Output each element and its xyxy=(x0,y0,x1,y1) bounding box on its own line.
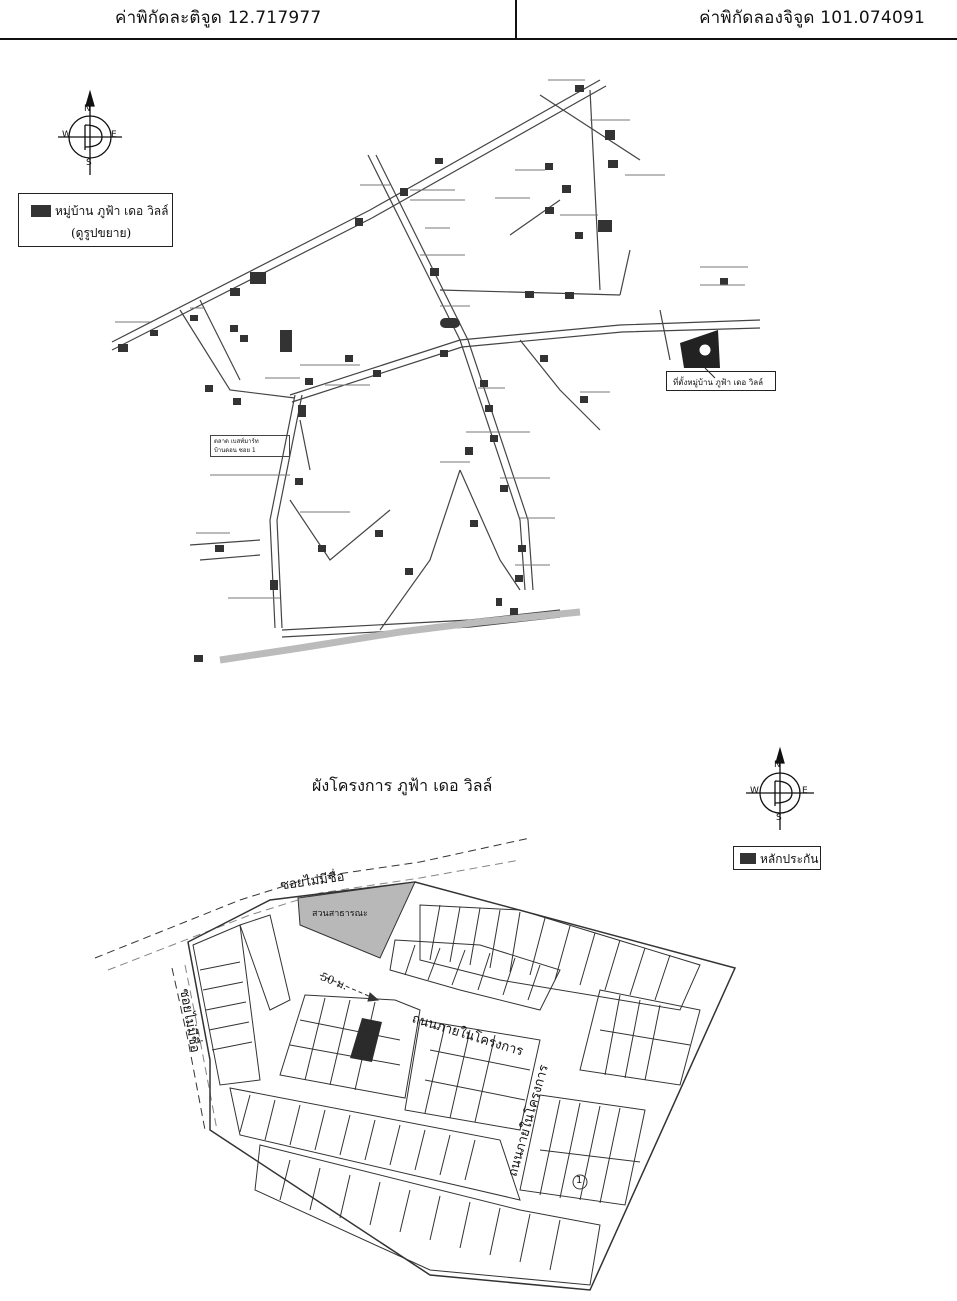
road-west xyxy=(269,394,296,629)
collateral-legend-label: หลักประกัน xyxy=(760,852,819,866)
compass2-e: E xyxy=(802,786,808,796)
collateral-swatch xyxy=(740,853,756,864)
site-number: 1 xyxy=(701,344,707,353)
collateral-legend: หลักประกัน xyxy=(733,846,821,870)
project-title: ผังโครงการ ภูฟ้า เดอ วิลล์ xyxy=(312,776,493,795)
highway-east xyxy=(289,319,761,396)
compass2-w: W xyxy=(750,786,759,796)
main-road-north xyxy=(111,79,601,343)
compass-s: S xyxy=(86,158,92,168)
header-divider xyxy=(515,0,517,40)
info-line-1: ตลาด เบสท์มาร์ท xyxy=(214,438,259,445)
longitude-text: ค่าพิกัดลองจิจูด 101.074091 xyxy=(699,8,925,28)
legend-line2: (ดูรูปขยาย) xyxy=(71,226,132,240)
latitude-text: ค่าพิกัดละติจูด 12.717977 xyxy=(115,8,322,28)
minor-labels xyxy=(115,79,748,599)
collateral-plot xyxy=(350,1018,382,1062)
compass-e: E xyxy=(111,130,117,140)
compass2-s: S xyxy=(776,813,782,823)
compass2-n: N xyxy=(774,760,781,770)
plot-marker: 1 xyxy=(576,1175,583,1186)
legend-swatch xyxy=(31,205,51,217)
river xyxy=(219,608,581,664)
info-box: ตลาด เบสท์มาร์ท บ้านดอน ซอย 1 xyxy=(210,435,290,457)
info-line-2: บ้านดอน ซอย 1 xyxy=(214,447,256,454)
site-label-box: ที่ตั้งหมู่บ้าน ภูฟ้า เดอ วิลล์ xyxy=(666,371,776,391)
site-label: ที่ตั้งหมู่บ้าน ภูฟ้า เดอ วิลล์ xyxy=(673,378,764,387)
road-center xyxy=(367,154,526,591)
coordinates-header: ค่าพิกัดละติจูด 12.717977 ค่าพิกัดลองจิจ… xyxy=(0,0,957,40)
park-label: สวนสาธารณะ xyxy=(312,909,368,919)
compass-n: N xyxy=(84,104,91,114)
compass-w: W xyxy=(62,130,71,140)
layout-plan xyxy=(94,837,737,1291)
compass-top xyxy=(58,89,122,175)
plot-marker-circle xyxy=(572,1174,588,1190)
legend-line1: หมู่บ้าน ภูฟ้า เดอ วิลล์ xyxy=(55,204,169,218)
landmark-icons xyxy=(118,85,728,662)
compass-bottom xyxy=(746,746,814,830)
location-legend: หมู่บ้าน ภูฟ้า เดอ วิลล์ (ดูรูปขยาย) xyxy=(18,193,173,247)
